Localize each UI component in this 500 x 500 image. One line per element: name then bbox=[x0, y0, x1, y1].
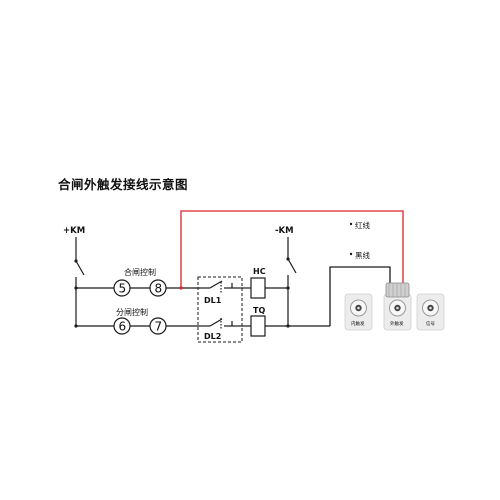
bus-node bbox=[286, 324, 290, 328]
left-bus bbox=[75, 237, 114, 327]
socket-signal-label: 信号 bbox=[426, 320, 435, 327]
close-control-label: 合闸控制 bbox=[124, 267, 156, 277]
close-control-line bbox=[113, 279, 200, 297]
hc-label: HC bbox=[253, 267, 266, 276]
terminal-5-label: 5 bbox=[119, 282, 127, 296]
socket-outer-label: 外触发 bbox=[390, 320, 404, 327]
socket-inner-trigger bbox=[344, 293, 373, 331]
red-wire-marker bbox=[349, 222, 353, 226]
red-wire-label: 红线 bbox=[355, 220, 370, 230]
dl1-label: DL1 bbox=[204, 296, 222, 305]
coil-wiring bbox=[240, 277, 330, 337]
bus-node bbox=[74, 286, 78, 290]
terminal-6-label: 6 bbox=[119, 320, 127, 334]
red-wire bbox=[180, 210, 404, 290]
diagram-title: 合闸外触发接线示意图 bbox=[58, 177, 189, 192]
socket-signal bbox=[416, 293, 445, 331]
dl2-contact bbox=[200, 318, 240, 330]
black-wire-label: 黑线 bbox=[355, 250, 370, 260]
plus-km-label: +KM bbox=[63, 226, 85, 236]
open-control-label: 分闸控制 bbox=[116, 307, 148, 317]
dl1-contact bbox=[200, 280, 240, 294]
bus-node bbox=[74, 259, 78, 263]
dl2-label: DL2 bbox=[204, 332, 221, 341]
terminal-8-label: 8 bbox=[155, 282, 163, 296]
terminal-7-label: 7 bbox=[155, 320, 163, 334]
dl-contact-box bbox=[197, 276, 243, 343]
right-bus bbox=[287, 237, 297, 326]
minus-km-label: -KM bbox=[275, 226, 294, 236]
bus-node bbox=[286, 286, 290, 290]
black-wire bbox=[329, 266, 391, 326]
plug-icon bbox=[385, 282, 410, 298]
bus-node bbox=[286, 257, 290, 261]
open-control-line bbox=[113, 317, 200, 335]
black-wire-marker bbox=[349, 252, 353, 256]
tq-label: TQ bbox=[253, 306, 265, 315]
socket-outer-trigger bbox=[383, 282, 412, 331]
bus-node bbox=[74, 324, 78, 328]
socket-inner-label: 内触发 bbox=[351, 320, 365, 327]
